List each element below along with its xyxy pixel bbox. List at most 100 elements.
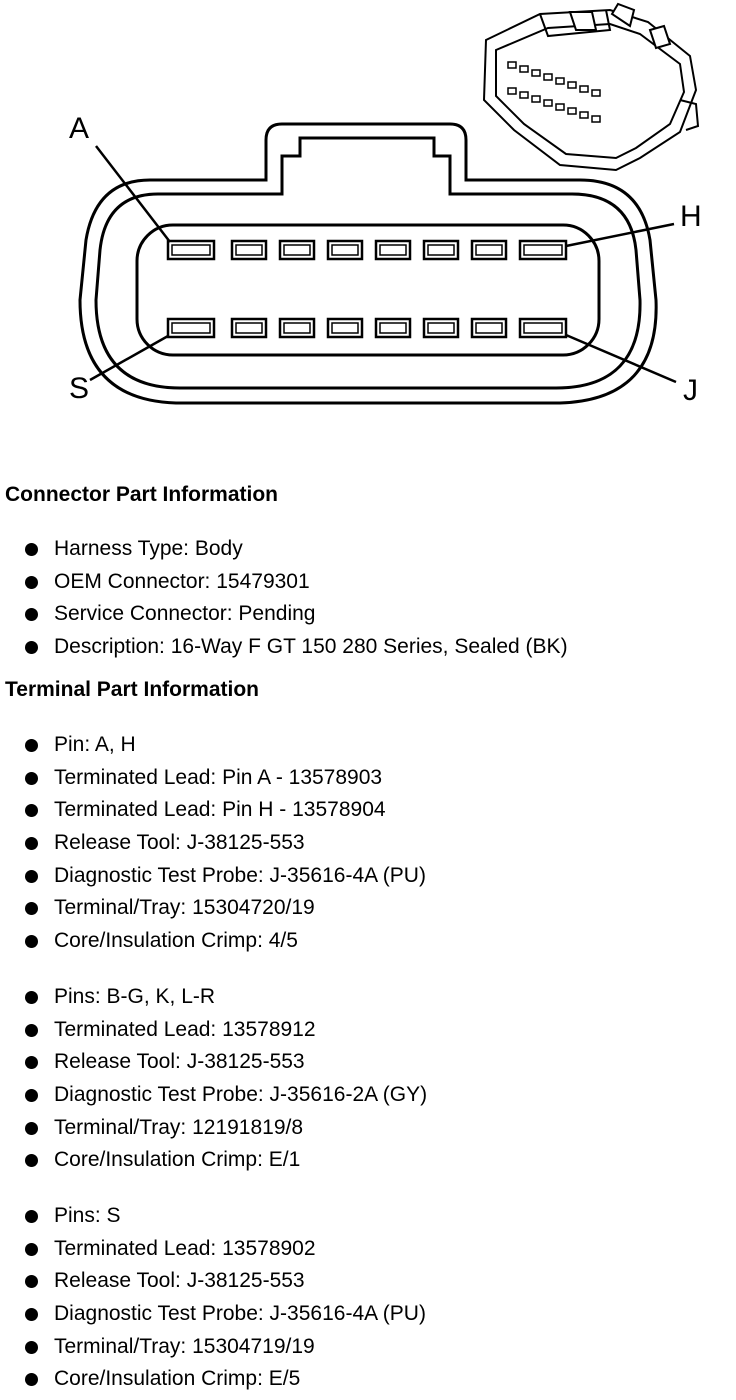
- top-row-pin-cavity-inner: [379, 244, 407, 256]
- top-row-pin-cavity: [326, 239, 364, 261]
- bullet-icon: [25, 1056, 38, 1070]
- iso-pin: [579, 85, 589, 93]
- iso-pin: [531, 95, 541, 103]
- bullet-icon: [25, 1121, 38, 1135]
- list-item-text: Terminated Lead: 13578912: [54, 1017, 316, 1041]
- top-row-pin-cavity: [518, 239, 568, 261]
- list-item: Pins: S: [0, 1200, 426, 1233]
- list-item: Diagnostic Test Probe: J-35616-4A (PU): [0, 860, 426, 893]
- connector-isometric-view: [482, 2, 700, 172]
- bullet-icon: [25, 869, 38, 883]
- top-row-pin-cavity: [230, 239, 268, 261]
- bullet-icon: [25, 902, 38, 916]
- terminal-group-pins-a-h: Pin: A, H Terminated Lead: Pin A - 135789…: [0, 729, 426, 958]
- list-item-text: Release Tool: J-38125-553: [54, 831, 305, 855]
- list-item: Diagnostic Test Probe: J-35616-2A (GY): [0, 1079, 427, 1112]
- bullet-icon: [25, 1308, 38, 1322]
- iso-pin: [519, 65, 529, 73]
- list-item: Core/Insulation Crimp: 4/5: [0, 925, 426, 958]
- top-row-pin-cavity-inner: [331, 244, 359, 256]
- iso-pin: [591, 89, 601, 97]
- iso-pin: [531, 69, 541, 77]
- list-item-text: Core/Insulation Crimp: E/5: [54, 1367, 301, 1391]
- top-row-pin-cavity: [470, 239, 508, 261]
- bullet-icon: [25, 1023, 38, 1037]
- bullet-icon: [25, 641, 38, 655]
- list-item-text: OEM Connector: 15479301: [54, 569, 310, 593]
- bottom-row-pin-cavity: [230, 317, 268, 339]
- top-row-pin-cavity: [374, 239, 412, 261]
- bottom-row-pin-cavity-inner: [475, 322, 503, 334]
- list-item-text: Diagnostic Test Probe: J-35616-4A (PU): [54, 863, 426, 887]
- list-item: Pins: B-G, K, L-R: [0, 981, 427, 1014]
- bottom-row-pin-cavity: [518, 317, 568, 339]
- list-item-text: Pins: S: [54, 1204, 121, 1227]
- bullet-icon: [25, 1089, 38, 1103]
- list-item-text: Diagnostic Test Probe: J-35616-4A (PU): [54, 1302, 426, 1326]
- list-item-text: Diagnostic Test Probe: J-35616-2A (GY): [54, 1083, 428, 1107]
- top-row-pin-cavity: [278, 239, 316, 261]
- list-item: Terminated Lead: 13578912: [0, 1014, 427, 1047]
- bullet-icon: [25, 1242, 38, 1256]
- bottom-row-pin-cavity: [166, 317, 216, 339]
- bullet-icon: [25, 575, 38, 589]
- top-row-pin-cavity: [422, 239, 460, 261]
- list-item: Harness Type: Body: [0, 533, 568, 566]
- list-item: Release Tool: J-38125-553: [0, 827, 426, 860]
- list-item: Diagnostic Test Probe: J-35616-4A (PU): [0, 1298, 426, 1331]
- connector-inner-housing: [94, 136, 642, 390]
- list-item: Terminated Lead: Pin A - 13578903: [0, 762, 426, 795]
- list-item: Release Tool: J-38125-553: [0, 1046, 427, 1079]
- list-item: Terminated Lead: Pin H - 13578904: [0, 794, 426, 827]
- list-item-text: Pin: A, H: [54, 733, 136, 756]
- bullet-icon: [25, 1275, 38, 1289]
- list-item: Service Connector: Pending: [0, 598, 568, 631]
- cavity-label-j: J: [683, 374, 698, 407]
- bottom-row-pin-cavity: [374, 317, 412, 339]
- bottom-row-pin-cavity: [278, 317, 316, 339]
- list-item-text: Terminated Lead: Pin H - 13578904: [54, 798, 386, 822]
- bullet-icon: [25, 771, 38, 785]
- pin-row-bottom: [166, 317, 568, 339]
- leader-line-h: [565, 222, 675, 248]
- bottom-row-pin-cavity: [326, 317, 364, 339]
- bullet-icon: [25, 935, 38, 949]
- bullet-icon: [25, 804, 38, 818]
- connector-face-diagram: [78, 2, 700, 405]
- top-row-pin-cavity-inner: [523, 244, 563, 256]
- bottom-row-pin-cavity-inner: [427, 322, 455, 334]
- list-item-text: Terminated Lead: Pin A - 13578903: [54, 765, 383, 789]
- list-item-text: Service Connector: Pending: [54, 602, 316, 626]
- list-item-text: Release Tool: J-38125-553: [54, 1269, 305, 1293]
- connector-info-heading: Connector Part Information: [5, 483, 279, 506]
- leader-line-a: [95, 145, 171, 243]
- top-row-pin-cavity-inner: [427, 244, 455, 256]
- bottom-row-pin-cavity-inner: [283, 322, 311, 334]
- terminal-info-heading: Terminal Part Information: [5, 678, 259, 701]
- list-item-text: Pins: B-G, K, L-R: [54, 985, 216, 1008]
- bottom-row-pin-cavity-inner: [171, 322, 211, 334]
- list-item: Terminal/Tray: 15304719/19: [0, 1331, 426, 1364]
- bottom-row-pin-cavity: [470, 317, 508, 339]
- list-item: OEM Connector: 15479301: [0, 566, 568, 599]
- pin-row-top: [166, 239, 568, 261]
- bottom-row-pin-cavity-inner: [379, 322, 407, 334]
- bullet-icon: [25, 739, 38, 752]
- top-row-pin-cavity-inner: [235, 244, 263, 256]
- cavity-label-h: H: [680, 200, 702, 233]
- bullet-icon: [25, 1154, 38, 1168]
- iso-pin: [507, 61, 517, 69]
- bottom-row-pin-cavity: [422, 317, 460, 339]
- list-item: Pin: A, H: [0, 729, 426, 762]
- bullet-icon: [25, 543, 38, 556]
- list-item: Terminal/Tray: 12191819/8: [0, 1112, 427, 1145]
- bullet-icon: [25, 991, 38, 1004]
- list-item: Core/Insulation Crimp: E/5: [0, 1363, 426, 1396]
- iso-pin: [567, 81, 577, 89]
- iso-pin: [591, 115, 601, 123]
- bullet-icon: [25, 1373, 38, 1387]
- list-item-text: Description: 16-Way F GT 150 280 Series,…: [54, 635, 568, 659]
- list-item-text: Terminal/Tray: 15304720/19: [54, 896, 315, 920]
